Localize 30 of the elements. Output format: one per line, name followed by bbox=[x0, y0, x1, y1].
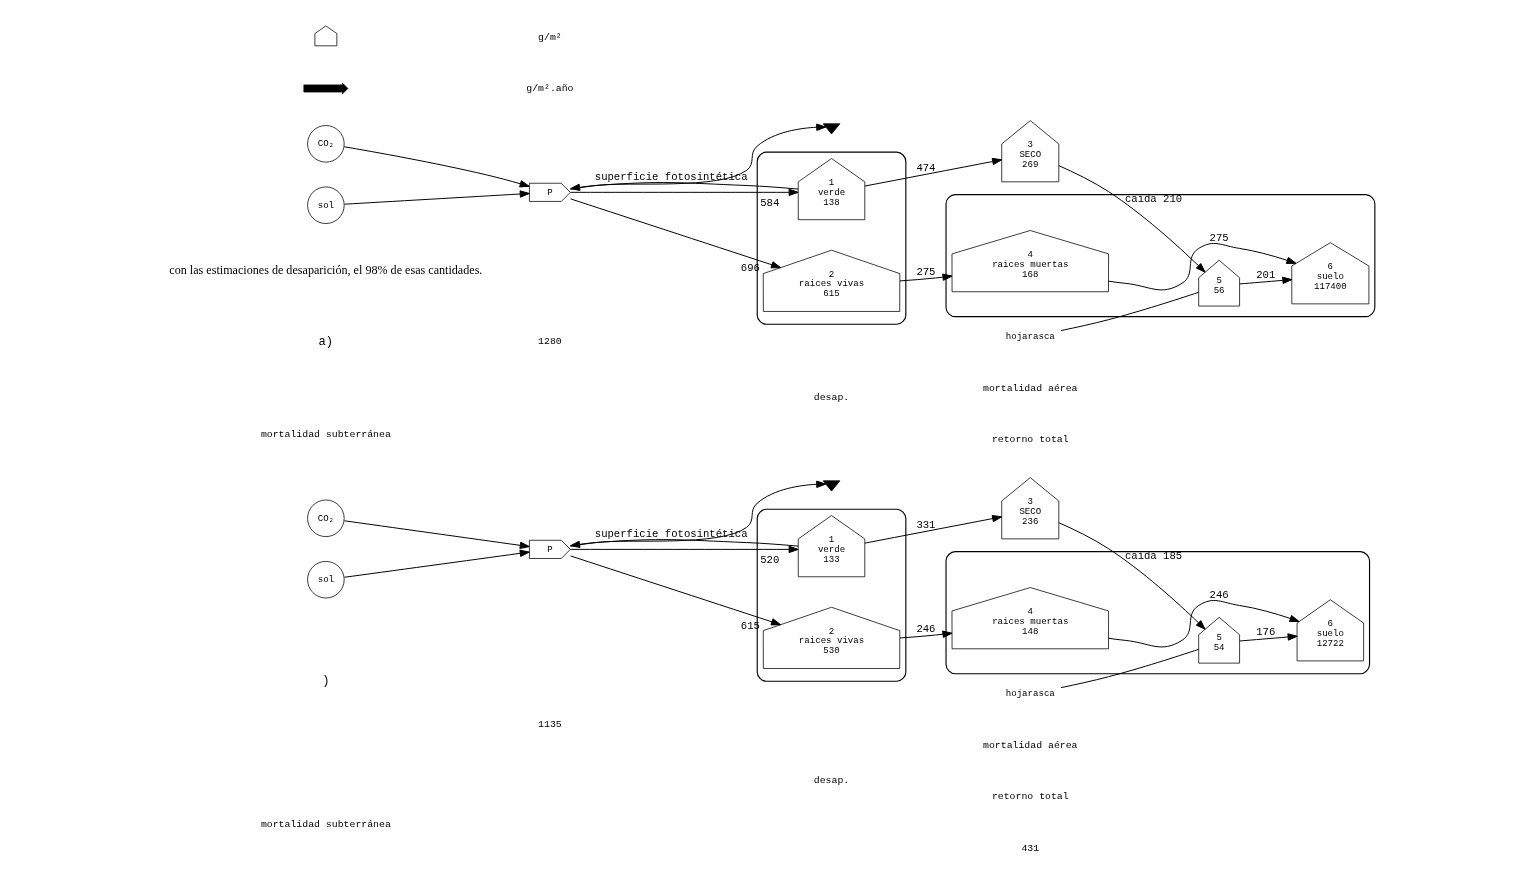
node-text: hojarasca bbox=[1005, 687, 1055, 699]
edge-label: 275 bbox=[915, 266, 935, 279]
label: 1280 bbox=[537, 336, 562, 348]
label: 1135 bbox=[537, 719, 562, 731]
label: ) bbox=[321, 674, 330, 689]
label: retorno total bbox=[991, 434, 1069, 446]
label: 431 bbox=[1020, 842, 1039, 854]
edge-label: 246 bbox=[915, 623, 935, 636]
edge-label: 331 bbox=[915, 518, 935, 531]
edge-label: 584 bbox=[759, 196, 779, 209]
label: mortalidad aérea bbox=[982, 739, 1078, 751]
label: mortalidad subterránea bbox=[260, 819, 391, 831]
edge-label: 201 bbox=[1255, 269, 1275, 282]
label: mortalidad aérea bbox=[982, 382, 1078, 394]
label: a) bbox=[318, 335, 333, 350]
edge-label: 520 bbox=[759, 553, 779, 566]
edge-label: 474 bbox=[915, 161, 935, 174]
edge-label: 275 bbox=[1209, 232, 1229, 244]
edge-label: 246 bbox=[1209, 589, 1229, 602]
edge-label: caída 185 bbox=[1124, 550, 1182, 563]
label: desap. bbox=[813, 775, 849, 787]
label: desap. bbox=[813, 392, 849, 404]
edge-label: 176 bbox=[1255, 626, 1275, 639]
edge-label: caída 210 bbox=[1124, 193, 1182, 206]
label: retorno total bbox=[991, 791, 1069, 803]
label: mortalidad subterránea bbox=[260, 428, 391, 440]
label: con las estimaciones de desaparición, el 98% de esas cantidades. bbox=[168, 263, 482, 278]
node-text: hojarasca bbox=[1005, 330, 1055, 342]
legend-label: g/m².año bbox=[525, 83, 574, 95]
legend-label: g/m² bbox=[537, 31, 562, 43]
